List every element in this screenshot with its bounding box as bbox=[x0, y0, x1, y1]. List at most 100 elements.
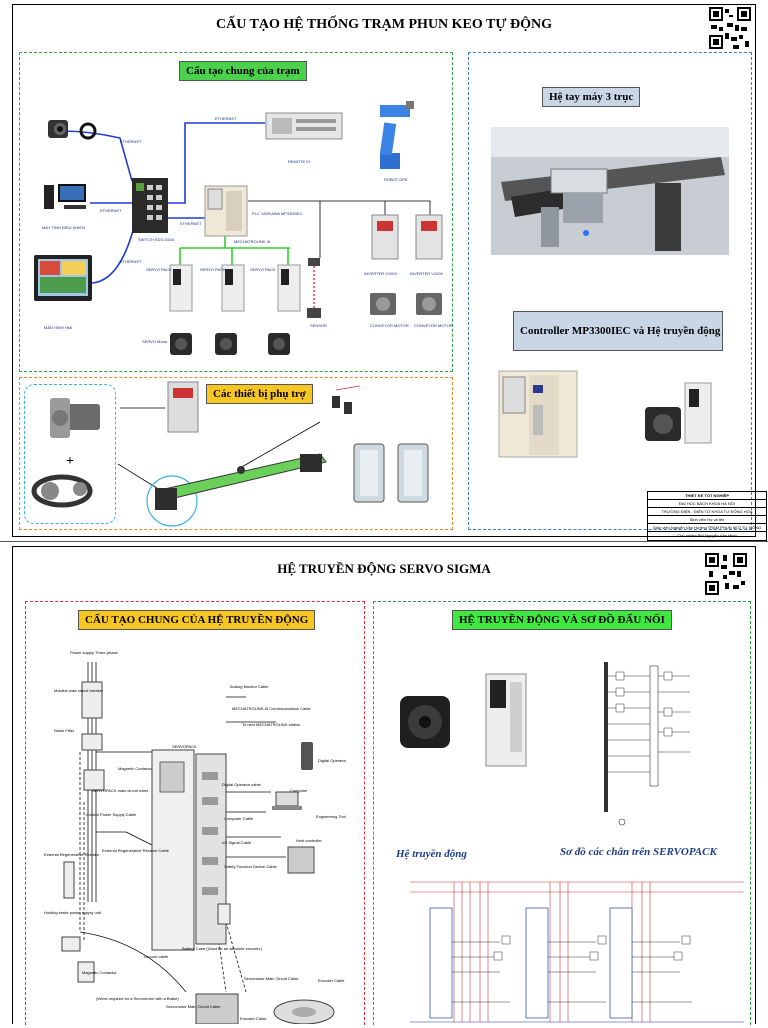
servopack-label: SERVO PACK bbox=[146, 267, 172, 272]
servo-structure-panel: CẤU TẠO CHUNG CỦA HỆ TRUYỀN ĐỘNG bbox=[25, 601, 365, 1025]
io-cable-label: I/O Signal Cable bbox=[222, 840, 252, 845]
conveyor-motor-label: CONVEYOR MOTOR bbox=[370, 323, 409, 328]
power-supply-label: Power supply Three-phase bbox=[70, 650, 118, 655]
computer-icon bbox=[44, 184, 86, 209]
hmi-screen-icon bbox=[34, 255, 92, 301]
main-wires-label: SERVOPACK main circuit wires bbox=[92, 788, 149, 793]
breaker-icon bbox=[81, 681, 103, 719]
servopack-drive-icon bbox=[151, 749, 227, 951]
computer-cable-label: Computer Cable bbox=[224, 816, 254, 821]
switch-label: SWITCH EDS-G516 bbox=[138, 237, 175, 242]
contactor2-label: Magnetic Contactor bbox=[82, 970, 117, 975]
motor-cable-label: Servomotor Main Circuit Cable bbox=[244, 976, 299, 981]
plc-controller-icon bbox=[204, 185, 248, 237]
encoder-disc-icon bbox=[273, 999, 335, 1024]
operator-cable-label: Digital Operator cable bbox=[222, 782, 261, 787]
brake-wires-note: (Wires required for a Servomotor with a … bbox=[96, 996, 179, 1001]
general-structure-panel: Cấu tạo chung của trạm bbox=[19, 52, 453, 372]
section-label-structure: CẤU TẠO CHUNG CỦA HỆ TRUYỀN ĐỘNG bbox=[78, 610, 316, 630]
battery-case-icon bbox=[217, 903, 231, 925]
aux-devices-drawing bbox=[31, 381, 429, 527]
next-station-label: To next MECHATROLINK station bbox=[242, 722, 301, 727]
ethernet-label: ETHERNET bbox=[120, 139, 142, 144]
sheet-auto-glue-station: CẤU TẠO HỆ THỐNG TRẠM PHUN KEO TỰ ĐỘNG C… bbox=[12, 4, 767, 541]
conveyor-motor-label: CONVEYOR MOTOR bbox=[414, 323, 453, 328]
digital-operator-label: Digital Operator bbox=[318, 758, 347, 763]
regen-cable-label: External Regenerative Resistor Cable bbox=[102, 848, 169, 853]
title-block-row: Sinh viên Họ và tên bbox=[648, 516, 766, 524]
noise-filter-icon bbox=[81, 733, 103, 751]
laser-sensor-icon bbox=[307, 258, 321, 318]
ethernet-label: ETHERNET bbox=[215, 116, 237, 121]
inverter-label: INVERTER V1000 bbox=[364, 271, 397, 276]
servo-system-diagram bbox=[61, 662, 335, 1024]
title-block-university: ĐẠI HỌC BÁCH KHOA HÀ NỘI bbox=[648, 500, 766, 508]
computer-label: Computer bbox=[290, 788, 308, 793]
section-label-wiring: HỆ TRUYỀN ĐỘNG VÀ SƠ ĐỒ ĐẤU NỐI bbox=[452, 610, 672, 630]
conveyor-motor-icon bbox=[370, 293, 442, 315]
section-label-aux: Các thiết bị phụ trợ bbox=[206, 384, 313, 404]
ethernet-switch-icon bbox=[132, 178, 168, 233]
brake-power-icon bbox=[61, 936, 81, 952]
plus-sign: + bbox=[66, 454, 74, 469]
sensor-label: SENSOR bbox=[310, 323, 327, 328]
title-block-row: Giáo viên Nguyễn Văn Hướng TRẠM PHUN KEO… bbox=[648, 524, 766, 532]
wiring-panel: HỆ TRUYỀN ĐỘNG VÀ SƠ ĐỒ ĐẤU NỐI Hệ truyề… bbox=[373, 601, 751, 1025]
brake-supply-label: Holding brake power supply unit bbox=[44, 910, 101, 915]
three-axis-arm-photo bbox=[491, 127, 729, 255]
noise-filter-label: Noise Filter bbox=[54, 728, 75, 733]
control-panel-icon bbox=[353, 443, 429, 503]
servopack-icon bbox=[169, 264, 301, 312]
network-diagram bbox=[34, 101, 443, 355]
inverter-label: INVERTER V1000 bbox=[410, 271, 443, 276]
encoder-cable-label: Encoder Cable bbox=[240, 1016, 267, 1021]
title-block-row: Chủ nhiệm BM Nguyễn Văn Minh bbox=[677, 533, 737, 538]
host-controller-label: Host controller bbox=[296, 838, 322, 843]
motor-cable-label: Servomotor Main Circuit Cable bbox=[166, 1004, 221, 1009]
section-label-general: Cấu tạo chung của trạm bbox=[179, 61, 307, 81]
section-label-arm: Hệ tay máy 3 trục bbox=[542, 87, 641, 107]
regen-resistor-icon bbox=[63, 861, 75, 899]
conveyor-icon bbox=[146, 453, 327, 527]
servo-motor-label: SERVO Motor bbox=[142, 339, 168, 344]
page-title: HỆ TRUYỀN ĐỘNG SERVO SIGMA bbox=[277, 561, 491, 576]
robot-arm-panel: Hệ tay máy 3 trục Controller MP3300IEC v… bbox=[468, 52, 752, 530]
regen-resistor-label: External Regenerative Resistor bbox=[44, 852, 100, 857]
camera-icon bbox=[48, 120, 97, 140]
contactor-label: Magnetic Contactor bbox=[118, 766, 153, 771]
qr-code-icon bbox=[705, 553, 747, 595]
inverter-icon bbox=[167, 381, 199, 433]
remote-io-icon bbox=[265, 112, 343, 140]
analog-cable-label: Analog Monitor Cable bbox=[230, 684, 269, 689]
ethernet-label: ETHERNET bbox=[180, 221, 202, 226]
servopack-pin-diagram bbox=[604, 662, 690, 826]
servopack-label: SERVO PACK bbox=[200, 267, 226, 272]
servo-motor-photo bbox=[400, 696, 450, 748]
servopack-label: SERVO PACK bbox=[250, 267, 276, 272]
breaker-label: Molded-case circuit breaker bbox=[54, 688, 104, 693]
battery-label: Battery Case (Used for an absolute encod… bbox=[182, 946, 263, 951]
page-divider bbox=[0, 541, 768, 542]
mechatrolink-label: MECHATROLINK III bbox=[234, 239, 270, 244]
encoder-cable-label: Encoder Cable bbox=[318, 978, 345, 983]
laptop-icon bbox=[272, 791, 302, 810]
qr-code-icon bbox=[709, 7, 751, 49]
auxiliary-devices-panel: Các thiết bị phụ trợ + bbox=[19, 377, 453, 530]
servomotor-icon bbox=[195, 993, 239, 1024]
caption-drive: Hệ truyền động bbox=[396, 848, 467, 860]
sigma-servo-photo bbox=[645, 382, 712, 444]
robot-label: ROBOT GP8 bbox=[384, 177, 408, 182]
page-title: CẤU TẠO HỆ THỐNG TRẠM PHUN KEO TỰ ĐỘNG bbox=[215, 17, 553, 32]
io-wiring-schematic bbox=[410, 881, 744, 1023]
servo-motor-icon bbox=[170, 333, 290, 355]
digital-operator-icon bbox=[301, 742, 313, 770]
remote-io-label: REMOTE IO bbox=[288, 159, 311, 164]
ethernet-label: ETHERNET bbox=[100, 208, 122, 213]
pc-label: MÁY TÍNH ĐIỀU KHIỂN bbox=[42, 225, 85, 230]
motor-belt-group bbox=[24, 384, 116, 524]
contactor-icon bbox=[77, 769, 105, 983]
sensor-icon bbox=[332, 385, 361, 414]
robot-arm-icon bbox=[379, 101, 414, 169]
title-block: THIẾT KẾ TỐT NGHIỆP ĐẠI HỌC BÁCH KHOA HÀ… bbox=[647, 491, 767, 541]
title-block-faculty: TRƯỜNG ĐIỆN - ĐIỆN TỬ KHOA TỰ ĐỘNG HÓA bbox=[648, 508, 766, 516]
